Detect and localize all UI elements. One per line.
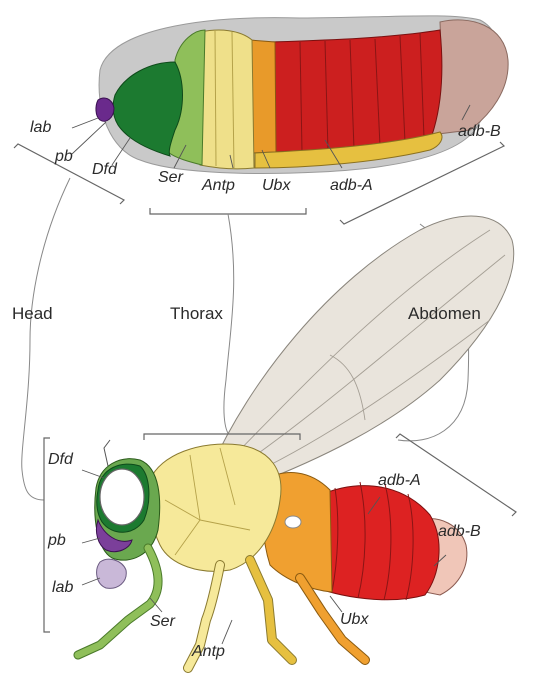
embryo-label-pb: pb (55, 149, 73, 165)
thorax-bracket-embryo (150, 208, 306, 214)
fly-label-antp: Antp (192, 644, 225, 660)
embryo-adb-a (272, 30, 442, 152)
thorax-connector (224, 214, 234, 436)
embryo-label-ubx: Ubx (262, 178, 290, 194)
fly-label-adb-a: adb-A (378, 473, 421, 489)
fly-eye (100, 469, 144, 525)
fly-label-pb: pb (48, 533, 66, 549)
embryo-label-antp: Antp (202, 178, 235, 194)
fly-lab-proboscis (97, 559, 127, 588)
fly-label-ubx: Ubx (340, 612, 368, 628)
embryo-lab (96, 98, 114, 121)
region-label-thorax: Thorax (170, 305, 223, 322)
fly-label-lab: lab (52, 580, 73, 596)
embryo-label-dfd: Dfd (92, 162, 117, 178)
fly-label-ser: Ser (150, 614, 175, 630)
adult-fly (44, 216, 516, 668)
embryo-antp (200, 30, 254, 169)
embryo-label-adb-a: adb-A (330, 178, 373, 194)
fly-label-adb-b: adb-B (438, 524, 481, 540)
embryo-label-lab: lab (30, 120, 51, 136)
fly-antenna (104, 440, 110, 466)
region-label-head: Head (12, 305, 53, 322)
region-label-abdomen: Abdomen (408, 305, 481, 322)
embryo-label-ser: Ser (158, 170, 183, 186)
fly-haltere (285, 516, 301, 528)
fly-antp-thorax (149, 444, 281, 571)
fly-label-dfd: Dfd (48, 452, 73, 468)
embryo-label-adb-b: adb-B (458, 124, 501, 140)
